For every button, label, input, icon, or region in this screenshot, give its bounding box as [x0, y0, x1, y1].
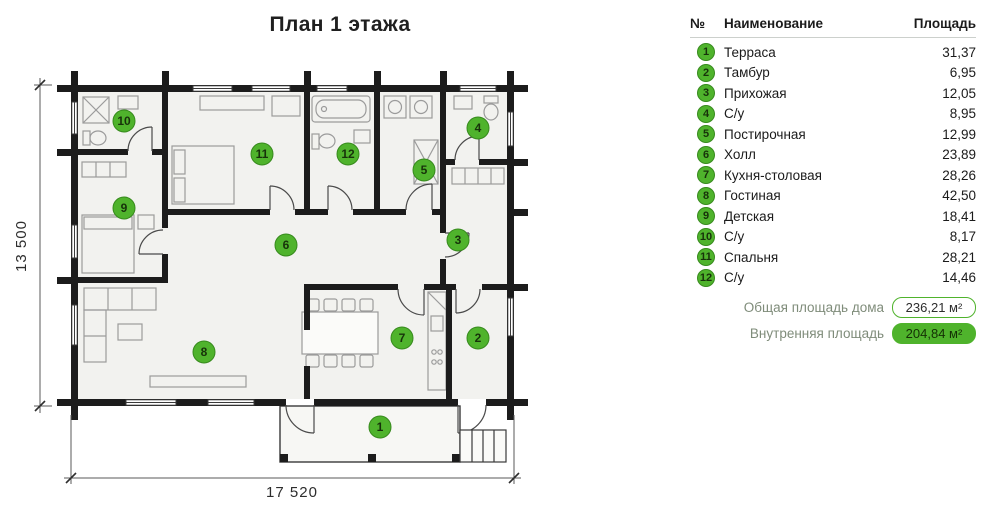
- legend-row: 10 С/у 8,17: [690, 227, 976, 248]
- floor-plan-drawing: 13 500 17 520 1 2 3 4 5 6 7: [13, 71, 528, 501]
- legend-row: 8 Гостиная 42,50: [690, 186, 976, 207]
- svg-text:3: 3: [455, 233, 462, 247]
- room-number-badge: 9: [697, 207, 715, 226]
- total-row: Общая площадь дома 236,21 м²: [690, 297, 976, 318]
- room-area: 18,41: [942, 208, 976, 224]
- room-name: Постирочная: [724, 126, 806, 142]
- dimension-bottom: 17 520: [64, 415, 521, 501]
- room-area: 31,37: [942, 44, 976, 60]
- room-name: Терраса: [724, 44, 776, 60]
- room-name: С/у: [724, 106, 745, 122]
- room-marker-9: 9: [112, 196, 136, 220]
- legend-totals: Общая площадь дома 236,21 м² Внутренняя …: [690, 297, 976, 344]
- svg-text:5: 5: [421, 163, 428, 177]
- legend-row: 3 Прихожая 12,05: [690, 83, 976, 104]
- svg-text:12: 12: [341, 147, 355, 161]
- room-area: 8,17: [949, 229, 976, 245]
- room-number-badge: 10: [697, 227, 715, 246]
- room-markers: 1 2 3 4 5 6 7 8 9 10 11 12: [112, 109, 490, 439]
- room-area: 28,21: [942, 249, 976, 265]
- room-area: 28,26: [942, 167, 976, 183]
- room-number-badge: 4: [697, 104, 715, 123]
- page-title: План 1 этажа: [269, 13, 411, 36]
- header-number: №: [690, 16, 706, 31]
- total-area-badge: 204,84 м²: [892, 323, 976, 344]
- total-label: Внутренняя площадь: [749, 326, 884, 341]
- room-name: Гостиная: [724, 188, 781, 204]
- terrace-posts: [280, 454, 460, 462]
- room-name: Спальня: [724, 249, 779, 265]
- total-area-badge: 236,21 м²: [892, 297, 976, 318]
- legend-row: 7 Кухня-столовая 28,26: [690, 165, 976, 186]
- room-number-badge: 1: [697, 43, 715, 62]
- log-end-stubs: [57, 71, 528, 420]
- total-row: Внутренняя площадь 204,84 м²: [690, 323, 976, 344]
- header-area: Площадь: [913, 16, 976, 31]
- room-name: Холл: [724, 147, 756, 163]
- svg-text:1: 1: [377, 420, 384, 434]
- svg-text:11: 11: [256, 147, 269, 161]
- room-name: Тамбур: [724, 65, 770, 81]
- room-area: 14,46: [942, 270, 976, 286]
- legend-row: 2 Тамбур 6,95: [690, 63, 976, 84]
- room-marker-6: 6: [274, 233, 298, 257]
- dimension-left: 13 500: [13, 78, 52, 413]
- legend-row: 5 Постирочная 12,99: [690, 124, 976, 145]
- terrace-deck: [279, 405, 461, 463]
- dimension-height-label: 13 500: [13, 220, 30, 272]
- svg-text:2: 2: [475, 331, 482, 345]
- room-area: 12,99: [942, 126, 976, 142]
- room-marker-12: 12: [336, 142, 360, 166]
- svg-text:6: 6: [283, 238, 290, 252]
- svg-text:7: 7: [399, 331, 406, 345]
- room-number-badge: 2: [697, 63, 715, 82]
- room-number-badge: 5: [697, 125, 715, 144]
- legend-row: 11 Спальня 28,21: [690, 247, 976, 268]
- room-marker-3: 3: [446, 228, 470, 252]
- room-marker-2: 2: [466, 326, 490, 350]
- room-name: Прихожая: [724, 85, 787, 101]
- legend-row: 4 С/у 8,95: [690, 104, 976, 125]
- room-name: С/у: [724, 270, 745, 286]
- total-label: Общая площадь дома: [743, 300, 884, 315]
- dimension-width-label: 17 520: [266, 484, 318, 501]
- room-marker-8: 8: [192, 340, 216, 364]
- legend-row: 1 Терраса 31,37: [690, 42, 976, 63]
- room-area: 12,05: [942, 85, 976, 101]
- room-marker-11: 11: [250, 142, 274, 166]
- room-marker-1: 1: [368, 415, 392, 439]
- doors: [127, 126, 487, 434]
- room-area: 42,50: [942, 188, 976, 204]
- svg-text:9: 9: [121, 201, 128, 215]
- room-number-badge: 12: [697, 268, 715, 287]
- room-number-badge: 8: [697, 186, 715, 205]
- room-marker-5: 5: [412, 158, 436, 182]
- room-marker-10: 10: [112, 109, 136, 133]
- room-number-badge: 11: [697, 248, 715, 267]
- room-area: 6,95: [949, 65, 976, 81]
- room-number-badge: 7: [697, 166, 715, 185]
- legend-row: 6 Холл 23,89: [690, 145, 976, 166]
- room-area: 23,89: [942, 147, 976, 163]
- room-number-badge: 3: [697, 84, 715, 103]
- svg-text:8: 8: [201, 345, 208, 359]
- legend-table: № Наименование Площадь 1 Терраса 31,37 2…: [690, 16, 976, 344]
- room-area: 8,95: [949, 106, 976, 122]
- svg-text:10: 10: [117, 114, 131, 128]
- room-name: Детская: [724, 208, 775, 224]
- room-name: С/у: [724, 229, 745, 245]
- room-name: Кухня-столовая: [724, 167, 822, 183]
- stairs: [459, 429, 507, 463]
- legend-row: 9 Детская 18,41: [690, 206, 976, 227]
- windows: [71, 85, 514, 406]
- room-marker-4: 4: [466, 116, 490, 140]
- room-number-badge: 6: [697, 145, 715, 164]
- room-marker-7: 7: [390, 326, 414, 350]
- legend-row: 12 С/у 14,46: [690, 268, 976, 289]
- svg-text:4: 4: [475, 121, 482, 135]
- header-name: Наименование: [724, 16, 824, 31]
- legend-header: № Наименование Площадь: [690, 16, 976, 38]
